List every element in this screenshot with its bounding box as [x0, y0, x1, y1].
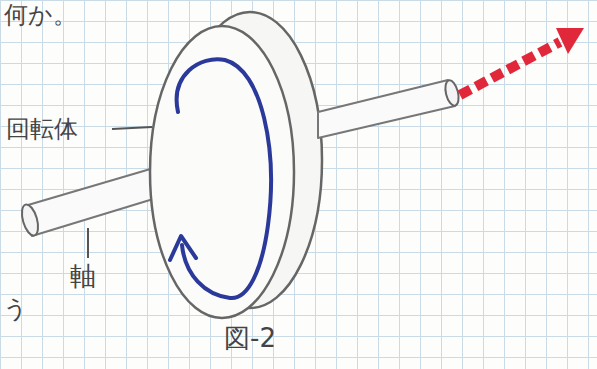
figure-caption: 図-2 — [224, 324, 276, 353]
part-label: 軸 — [70, 262, 96, 291]
rotation-arrowhead — [170, 236, 196, 260]
axle-right — [318, 80, 455, 138]
note-text: う — [3, 296, 28, 322]
rotation-arrow — [177, 59, 271, 298]
axle-end — [19, 203, 41, 238]
axle-end — [443, 79, 461, 107]
note-text: 何か。 — [4, 2, 77, 28]
disk-face — [150, 26, 294, 318]
part-label: 回転体 — [6, 116, 78, 142]
axis-arrowhead — [556, 28, 584, 54]
leader-line — [87, 228, 89, 258]
leader-line — [112, 127, 152, 129]
axis-arrow — [460, 42, 560, 95]
